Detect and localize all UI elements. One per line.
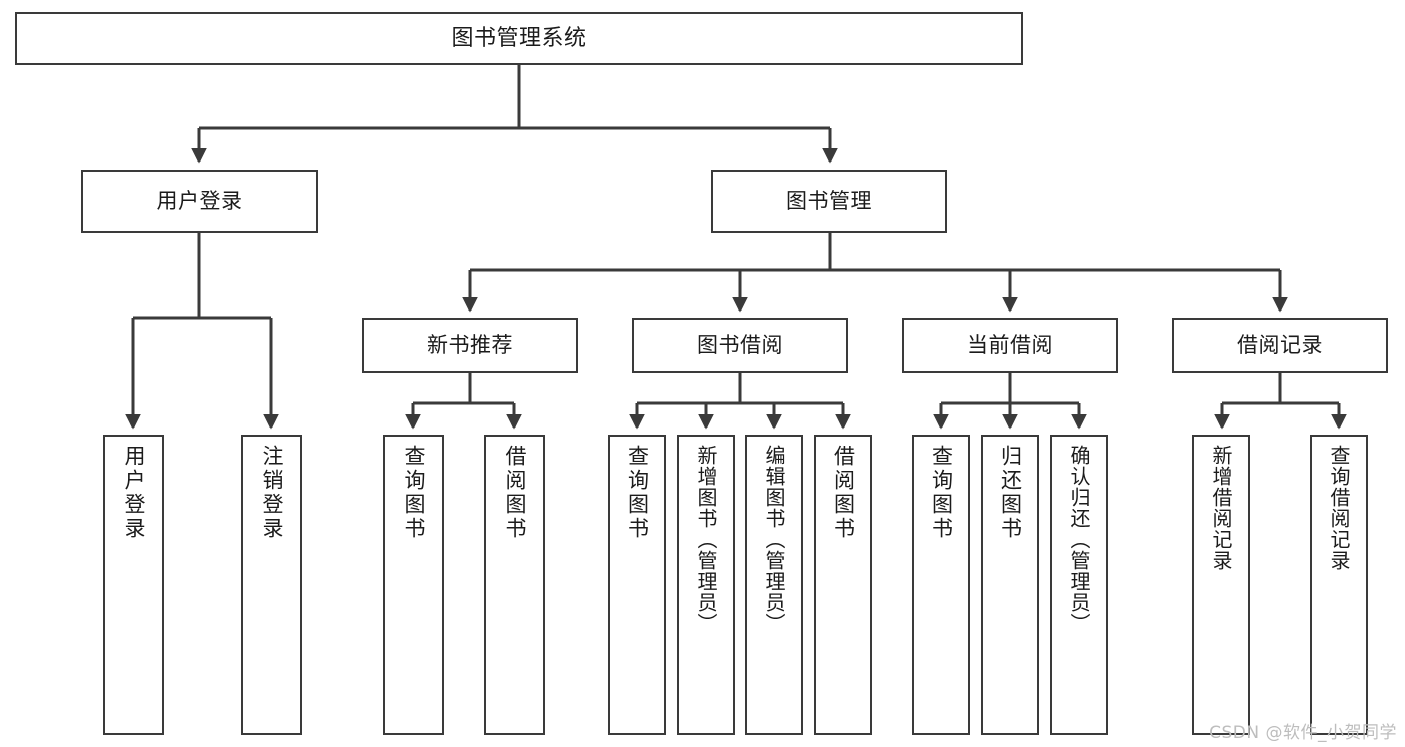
leaf-current-borrow-query[interactable]: 查询图书: [912, 435, 970, 735]
node-label: 编辑图书（管理员）: [762, 445, 786, 634]
node-label: 查询借阅记录: [1327, 445, 1351, 571]
node-label: 当前借阅: [967, 333, 1053, 358]
leaf-book-borrow-edit[interactable]: 编辑图书（管理员）: [745, 435, 803, 735]
node-label: 用户登录: [156, 189, 243, 214]
leaf-current-borrow-return[interactable]: 归还图书: [981, 435, 1039, 735]
node-label: 查询图书: [402, 445, 426, 541]
node-book-borrow[interactable]: 图书借阅: [632, 318, 848, 373]
leaf-book-borrow-query[interactable]: 查询图书: [608, 435, 666, 735]
node-label: 借阅记录: [1237, 333, 1323, 358]
node-user-login[interactable]: 用户登录: [81, 170, 318, 233]
node-label: 归还图书: [998, 445, 1023, 541]
leaf-new-book-query[interactable]: 查询图书: [383, 435, 444, 735]
node-label: 借阅图书: [831, 445, 856, 541]
node-label: 图书管理: [786, 189, 872, 214]
csdn-watermark: CSDN @软件_小贺同学: [1209, 723, 1397, 743]
leaf-user-login-logout[interactable]: 注销登录: [241, 435, 302, 735]
leaf-new-book-borrow[interactable]: 借阅图书: [484, 435, 545, 735]
node-label: 新增借阅记录: [1209, 445, 1233, 571]
leaf-book-borrow-borrow[interactable]: 借阅图书: [814, 435, 872, 735]
node-label: 用户登录: [122, 445, 146, 541]
leaf-current-borrow-confirm-return[interactable]: 确认归还（管理员）: [1050, 435, 1108, 735]
node-label: 图书借阅: [697, 333, 783, 358]
leaf-borrow-record-query[interactable]: 查询借阅记录: [1310, 435, 1368, 735]
node-label: 确认归还（管理员）: [1067, 445, 1091, 634]
node-label: 新书推荐: [427, 333, 513, 358]
node-label: 新增图书（管理员）: [694, 445, 718, 634]
node-book-management[interactable]: 图书管理: [711, 170, 947, 233]
node-label: 注销登录: [260, 445, 284, 541]
node-label: 查询图书: [929, 445, 954, 541]
node-current-borrow[interactable]: 当前借阅: [902, 318, 1118, 373]
node-root-system[interactable]: 图书管理系统: [15, 12, 1023, 65]
leaf-user-login-login[interactable]: 用户登录: [103, 435, 164, 735]
leaf-borrow-record-add[interactable]: 新增借阅记录: [1192, 435, 1250, 735]
node-label: 查询图书: [625, 445, 650, 541]
node-label: 借阅图书: [503, 445, 527, 541]
leaf-book-borrow-add[interactable]: 新增图书（管理员）: [677, 435, 735, 735]
node-borrow-record[interactable]: 借阅记录: [1172, 318, 1388, 373]
node-label: 图书管理系统: [451, 25, 587, 51]
node-new-book-recommend[interactable]: 新书推荐: [362, 318, 578, 373]
